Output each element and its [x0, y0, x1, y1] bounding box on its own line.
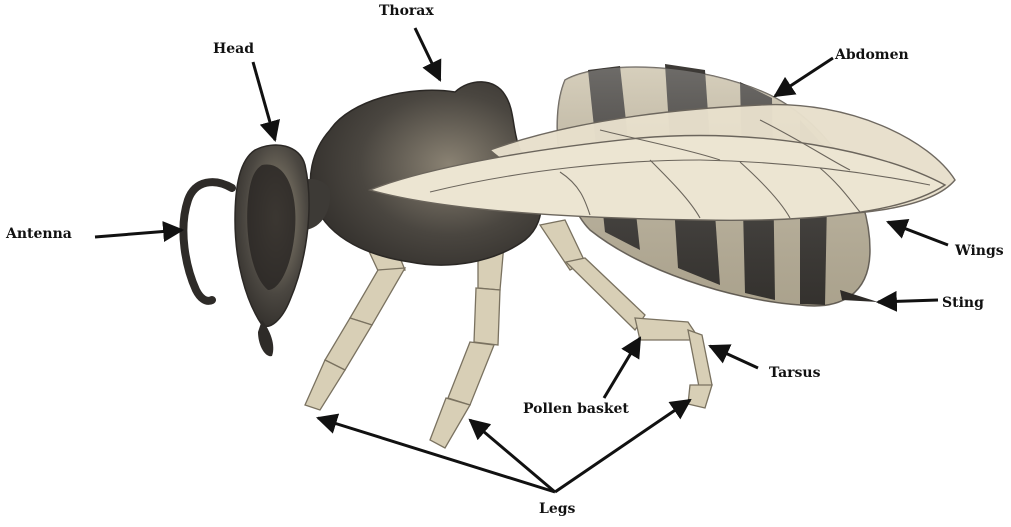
head-arrow: [253, 62, 275, 140]
label-tarsus: Tarsus: [769, 365, 820, 381]
wings-arrow: [888, 222, 948, 245]
antenna-arrow: [95, 230, 182, 237]
label-abdomen: Abdomen: [835, 47, 909, 63]
label-thorax: Thorax: [379, 3, 434, 19]
thorax-arrow: [415, 28, 440, 80]
label-antenna: Antenna: [6, 226, 72, 242]
pollen-basket-arrow: [604, 338, 640, 398]
label-wings: Wings: [955, 243, 1004, 259]
sting-arrow: [878, 300, 938, 302]
label-legs: Legs: [539, 501, 575, 517]
antenna-part: [183, 182, 232, 301]
label-sting: Sting: [942, 295, 984, 311]
abdomen-arrow: [775, 58, 833, 96]
tarsus-arrow: [710, 346, 758, 368]
label-head: Head: [213, 41, 254, 57]
legs-arrow-middle: [470, 420, 555, 492]
label-pollen-basket: Pollen basket: [523, 401, 629, 417]
